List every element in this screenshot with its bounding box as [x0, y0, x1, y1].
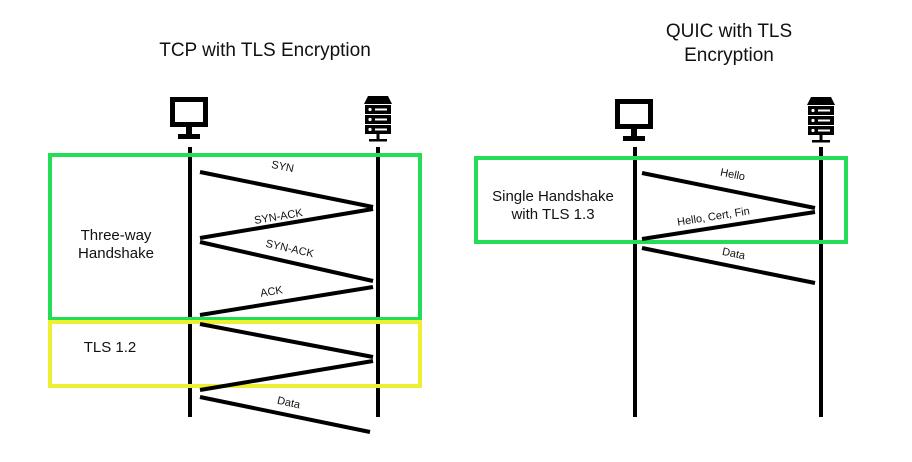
quic-data-arrow	[641, 246, 816, 285]
quic-data-label: Data	[721, 246, 747, 263]
tcp-tls-arrow-1	[199, 322, 374, 359]
quic-title-line-2: Encryption	[684, 45, 774, 66]
server-icon	[364, 96, 392, 142]
monitor-icon	[615, 99, 653, 141]
tcp-syn-label: SYN	[270, 159, 295, 175]
tcp-handshake-box	[48, 153, 422, 321]
tcp-syn-ack-arrow-2	[199, 240, 374, 283]
quic-hello-cert-fin-arrow	[641, 210, 816, 241]
tcp-syn-arrow	[199, 170, 374, 209]
tcp-data-label: Data	[276, 395, 302, 412]
server-icon	[807, 97, 835, 143]
quic-handshake-label-2: with TLS 1.3	[510, 206, 594, 223]
tcp-tls-arrow-2	[199, 359, 374, 392]
quic-hello-label: Hello	[719, 167, 746, 184]
tcp-ack-arrow	[199, 285, 374, 317]
tcp-tls-label: TLS 1.2	[84, 339, 137, 356]
quic-title-line-1: QUIC with TLS	[666, 21, 792, 42]
tcp-syn-ack-arrow-1	[199, 207, 374, 240]
tcp-handshake-label-2: Handshake	[78, 245, 154, 262]
tcp-handshake-label-1: Three-way	[81, 227, 152, 244]
quic-handshake-label-1: Single Handshake	[492, 188, 614, 205]
monitor-icon	[170, 97, 208, 139]
tcp-ack-label: ACK	[259, 284, 284, 300]
tcp-title: TCP with TLS Encryption	[159, 40, 371, 61]
quic-handshake-box	[474, 156, 848, 244]
quic-hello-arrow	[641, 171, 816, 210]
tcp-data-arrow	[199, 395, 371, 434]
